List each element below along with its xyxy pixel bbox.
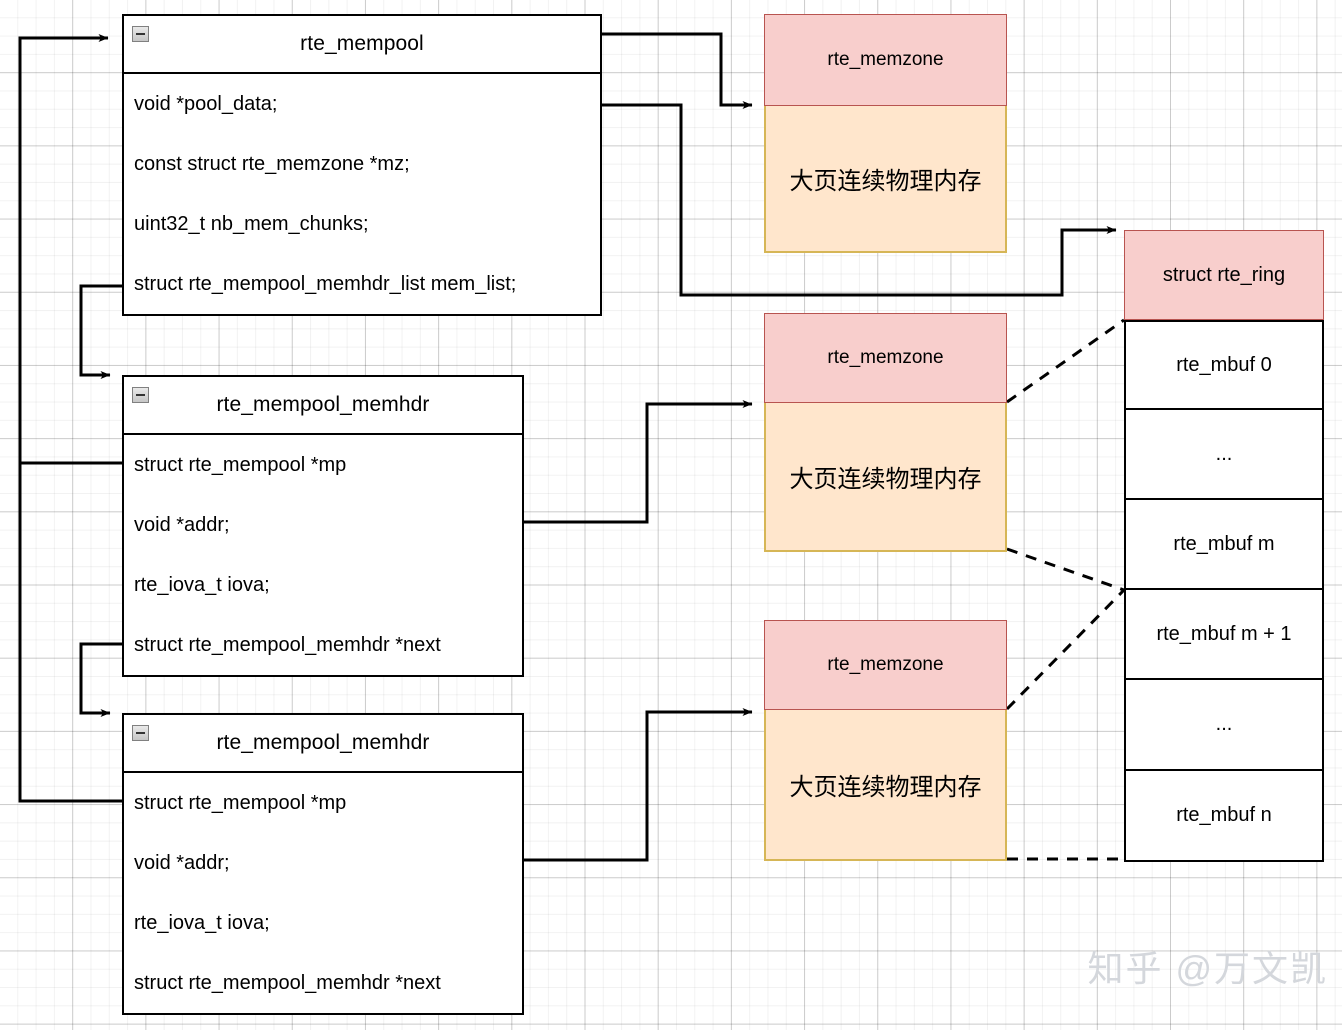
field-label: rte_iova_t iova; [134,573,270,596]
field-label: void *pool_data; [134,92,278,115]
wire-memhdr2-addr-to-memzone3 [524,708,753,862]
ring-cell-label: rte_mbuf m [1173,532,1275,555]
ring-header-label: struct rte_ring [1162,263,1286,286]
memzone-header-label: rte_memzone [827,347,944,368]
struct-box-rte-mempool[interactable]: rte_mempool void *pool_data; const struc… [122,14,602,316]
struct-title-label: rte_mempool [300,32,424,55]
memzone-block-3[interactable]: rte_memzone 大页连续物理内存 [764,620,1007,861]
memzone-block-1[interactable]: rte_memzone 大页连续物理内存 [764,14,1007,253]
struct-title-rte-mempool-memhdr-1: rte_mempool_memhdr [124,377,522,435]
struct-title-label: rte_mempool_memhdr [216,731,430,754]
ring-header: struct rte_ring [1124,230,1324,320]
memzone-header-3: rte_memzone [764,620,1007,710]
struct-rows-rte-mempool-memhdr-1: struct rte_mempool *mp void *addr; rte_i… [124,435,522,675]
struct-field-iova[interactable]: rte_iova_t iova; [124,555,522,615]
field-label: rte_iova_t iova; [134,911,270,934]
struct-field-mem-list[interactable]: struct rte_mempool_memhdr_list mem_list; [124,254,600,314]
memzone-body-label: 大页连续物理内存 [789,168,982,195]
ring-cell-label: rte_mbuf n [1176,804,1272,826]
ring-cell-ellipsis-2[interactable]: ... [1124,680,1324,771]
struct-field-nb-mem-chunks[interactable]: uint32_t nb_mem_chunks; [124,194,600,254]
wire-memhdr2-mp-to-mempool [18,463,122,803]
struct-title-rte-mempool: rte_mempool [124,16,600,74]
field-label: const struct rte_memzone *mz; [134,152,410,175]
ring-cell-label: ... [1215,442,1233,465]
ring-cell-mbuf-0[interactable]: rte_mbuf 0 [1124,320,1324,410]
field-label: struct rte_mempool *mp [134,791,347,814]
field-label: struct rte_mempool_memhdr *next [134,633,441,656]
field-label: void *addr; [134,513,230,536]
struct-field-addr[interactable]: void *addr; [124,495,522,555]
struct-field-mz[interactable]: const struct rte_memzone *mz; [124,134,600,194]
ring-block[interactable]: struct rte_ring rte_mbuf 0 ... rte_mbuf … [1124,230,1324,862]
ring-cell-ellipsis-1[interactable]: ... [1124,410,1324,500]
wire-memhdr1-addr-to-memzone2 [524,400,753,524]
ring-cell-label: rte_mbuf 0 [1176,353,1272,376]
field-label: struct rte_mempool *mp [134,453,347,476]
field-label: void *addr; [134,851,230,874]
struct-field-pool-data[interactable]: void *pool_data; [124,74,600,134]
struct-field-next[interactable]: struct rte_mempool_memhdr *next [124,953,522,1013]
wire-memlist-to-memhdr1 [79,284,122,379]
collapse-minus-icon[interactable] [132,387,149,403]
ring-cell-mbuf-m-plus-1[interactable]: rte_mbuf m + 1 [1124,590,1324,680]
memzone-body-label: 大页连续物理内存 [789,466,982,493]
struct-field-next[interactable]: struct rte_mempool_memhdr *next [124,615,522,675]
struct-field-addr[interactable]: void *addr; [124,833,522,893]
field-label: uint32_t nb_mem_chunks; [134,212,369,235]
memzone-body-1: 大页连续物理内存 [764,106,1007,253]
ring-cell-mbuf-m[interactable]: rte_mbuf m [1124,500,1324,590]
memzone-header-1: rte_memzone [764,14,1007,106]
ring-cell-mbuf-n[interactable]: rte_mbuf n [1124,771,1324,862]
memzone-header-label: rte_memzone [827,654,944,675]
collapse-minus-icon[interactable] [132,725,149,741]
field-label: struct rte_mempool_memhdr_list mem_list; [134,272,517,295]
wire-memhdr1-mp-to-mempool [18,34,122,465]
struct-box-rte-mempool-memhdr-2[interactable]: rte_mempool_memhdr struct rte_mempool *m… [122,713,524,1015]
ring-cell-label: ... [1215,713,1233,735]
memzone-body-label: 大页连续物理内存 [789,774,982,801]
memzone-header-label: rte_memzone [827,49,944,70]
struct-field-mp[interactable]: struct rte_mempool *mp [124,773,522,833]
struct-title-rte-mempool-memhdr-2: rte_mempool_memhdr [124,715,522,773]
struct-field-mp[interactable]: struct rte_mempool *mp [124,435,522,495]
collapse-minus-icon[interactable] [132,26,149,42]
field-label: struct rte_mempool_memhdr *next [134,971,441,994]
memzone-body-2: 大页连续物理内存 [764,403,1007,552]
wire-mz-to-memzone1 [602,32,753,109]
wire-memzone2-span-top [1006,318,1125,404]
struct-rows-rte-mempool: void *pool_data; const struct rte_memzon… [124,74,600,314]
struct-box-rte-mempool-memhdr-1[interactable]: rte_mempool_memhdr struct rte_mempool *m… [122,375,524,677]
wire-memhdr1-next-to-memhdr2 [79,642,122,717]
struct-rows-rte-mempool-memhdr-2: struct rte_mempool *mp void *addr; rte_i… [124,773,522,1013]
struct-title-label: rte_mempool_memhdr [216,393,430,416]
memzone-body-3: 大页连续物理内存 [764,710,1007,861]
memzone-block-2[interactable]: rte_memzone 大页连续物理内存 [764,313,1007,552]
memzone-header-2: rte_memzone [764,313,1007,403]
watermark: 知乎 @万文凯 [1087,948,1328,989]
struct-field-iova[interactable]: rte_iova_t iova; [124,893,522,953]
ring-cell-label: rte_mbuf m + 1 [1156,622,1292,645]
wire-memzone3-span-top [1005,588,1126,711]
wire-memzone2-span-bottom [1006,547,1125,592]
